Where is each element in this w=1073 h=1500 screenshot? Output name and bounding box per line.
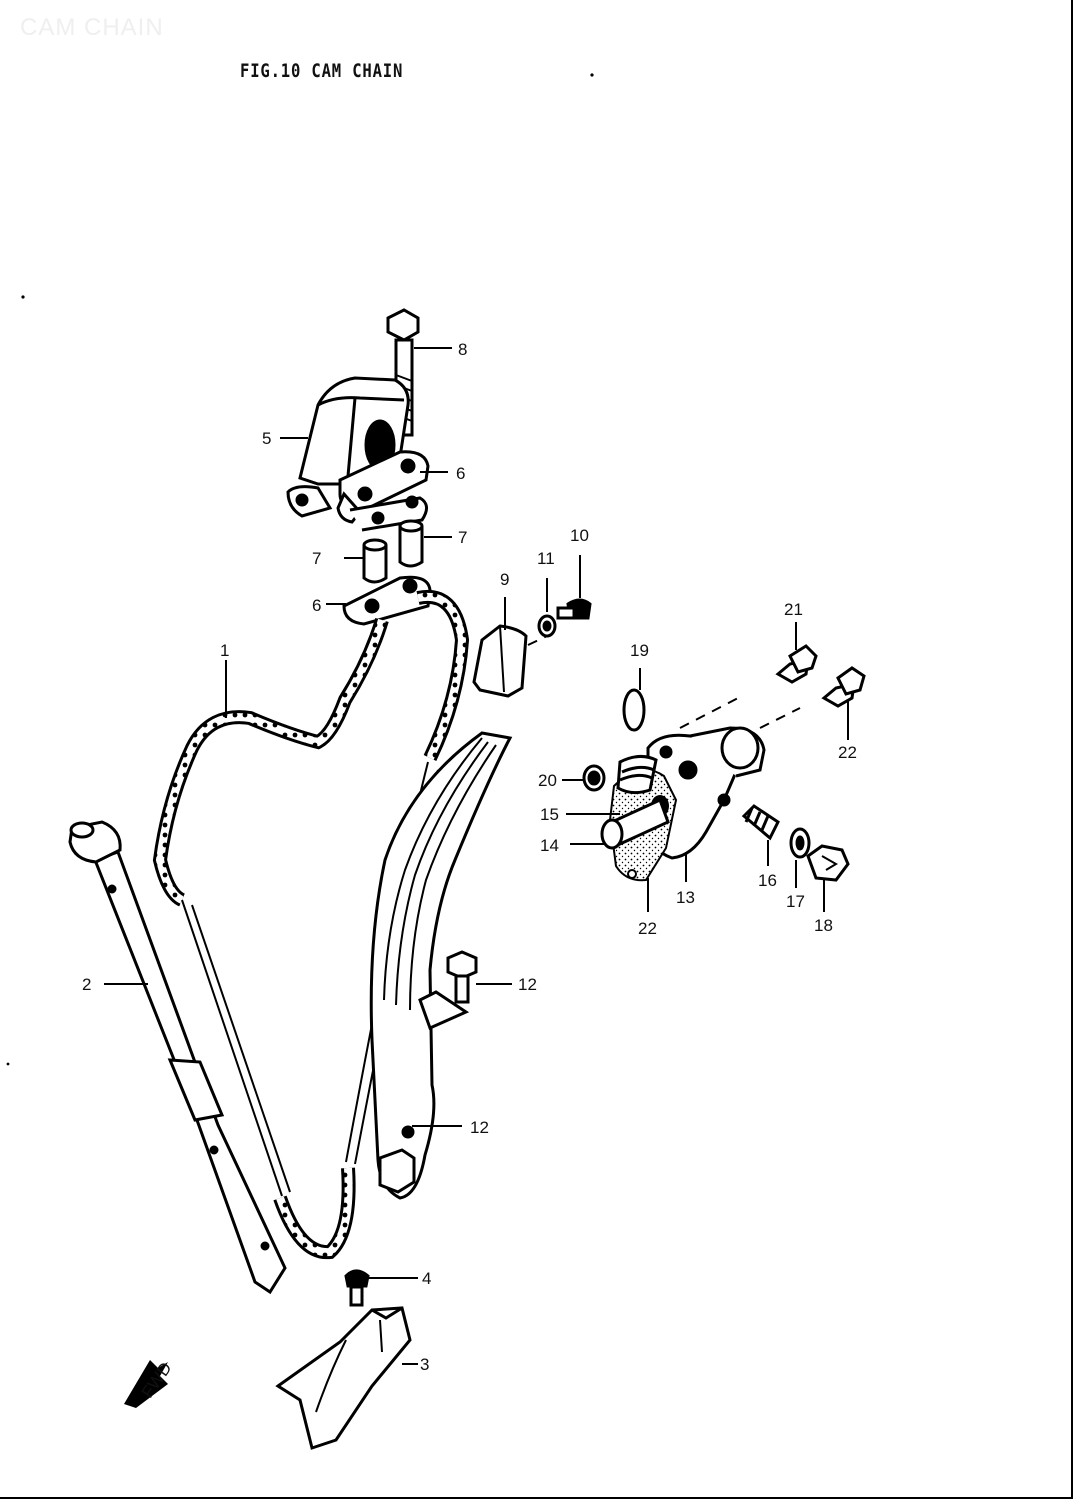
part-13-bolt: [446, 950, 478, 1004]
callout-14: 13: [676, 888, 695, 907]
fwd-arrow-icon: FWD: [124, 1359, 176, 1408]
part-4-bolt: [344, 1269, 370, 1307]
part-5-chain-guide-top: [286, 376, 410, 518]
callout-7-right: 7: [458, 528, 467, 547]
watermark-text: CAM CHAIN: [20, 14, 164, 41]
part-7-collar-right: [398, 519, 424, 568]
callout-1: 1: [220, 641, 229, 660]
callout-2: 2: [82, 975, 91, 994]
callout-19: 18: [814, 916, 833, 935]
callout-6-lower: 6: [312, 596, 321, 615]
callout-7-left: 7: [312, 549, 321, 568]
speck: [590, 73, 594, 77]
callout-16: 15: [540, 805, 559, 824]
leader-lines: [104, 347, 849, 1365]
callout-6-upper: 6: [456, 464, 465, 483]
part-12-tensioner-guide: [369, 731, 513, 1200]
part-24-bolt: [821, 666, 866, 708]
callout-21: 20: [538, 771, 557, 790]
callout-17: 16: [758, 871, 777, 890]
callout-11: 11: [537, 549, 555, 568]
callout-10: 10: [570, 526, 589, 545]
callout-3: 3: [420, 1355, 429, 1374]
figure-title: FIG.10 CAM CHAIN: [240, 60, 404, 82]
callout-18: 17: [786, 892, 805, 911]
part-3-chain-guide-bottom: [275, 1306, 412, 1450]
callout-22: 22: [638, 919, 657, 938]
part-6-plate-lower: [342, 575, 432, 626]
callout-labels: 8 5 6 7 7 6 1 9 11 10 19 21 22 20 15 14 …: [82, 340, 857, 1374]
callout-9: 9: [500, 570, 509, 589]
part-10-screw: [556, 598, 592, 620]
callout-12: 12: [470, 1118, 489, 1137]
part-23-bolt: [775, 644, 818, 684]
part-17-spring: [741, 804, 780, 841]
part-9-damper: [472, 624, 528, 698]
part-15-push-rod: [600, 797, 670, 850]
callout-5: 5: [262, 429, 271, 448]
callout-4: 4: [422, 1269, 431, 1288]
callout-15: 14: [540, 836, 559, 855]
part-2-chain-guide-rear: [68, 820, 287, 1295]
alignment-lines: [527, 629, 801, 729]
callout-13: 12: [518, 975, 537, 994]
callout-24: 22: [838, 743, 857, 762]
speck: [6, 1062, 10, 1066]
speck: [21, 295, 25, 299]
part-7-collar-left: [362, 538, 388, 584]
part-20-o-ring: [622, 688, 646, 732]
callout-20: 19: [630, 641, 649, 660]
part-16-spring: [616, 755, 658, 795]
part-19-nut: [806, 844, 850, 882]
callout-23: 21: [784, 600, 803, 619]
part-21-cap-nut: [582, 764, 606, 792]
part-18-washer: [789, 827, 811, 859]
callout-8: 8: [458, 340, 467, 359]
